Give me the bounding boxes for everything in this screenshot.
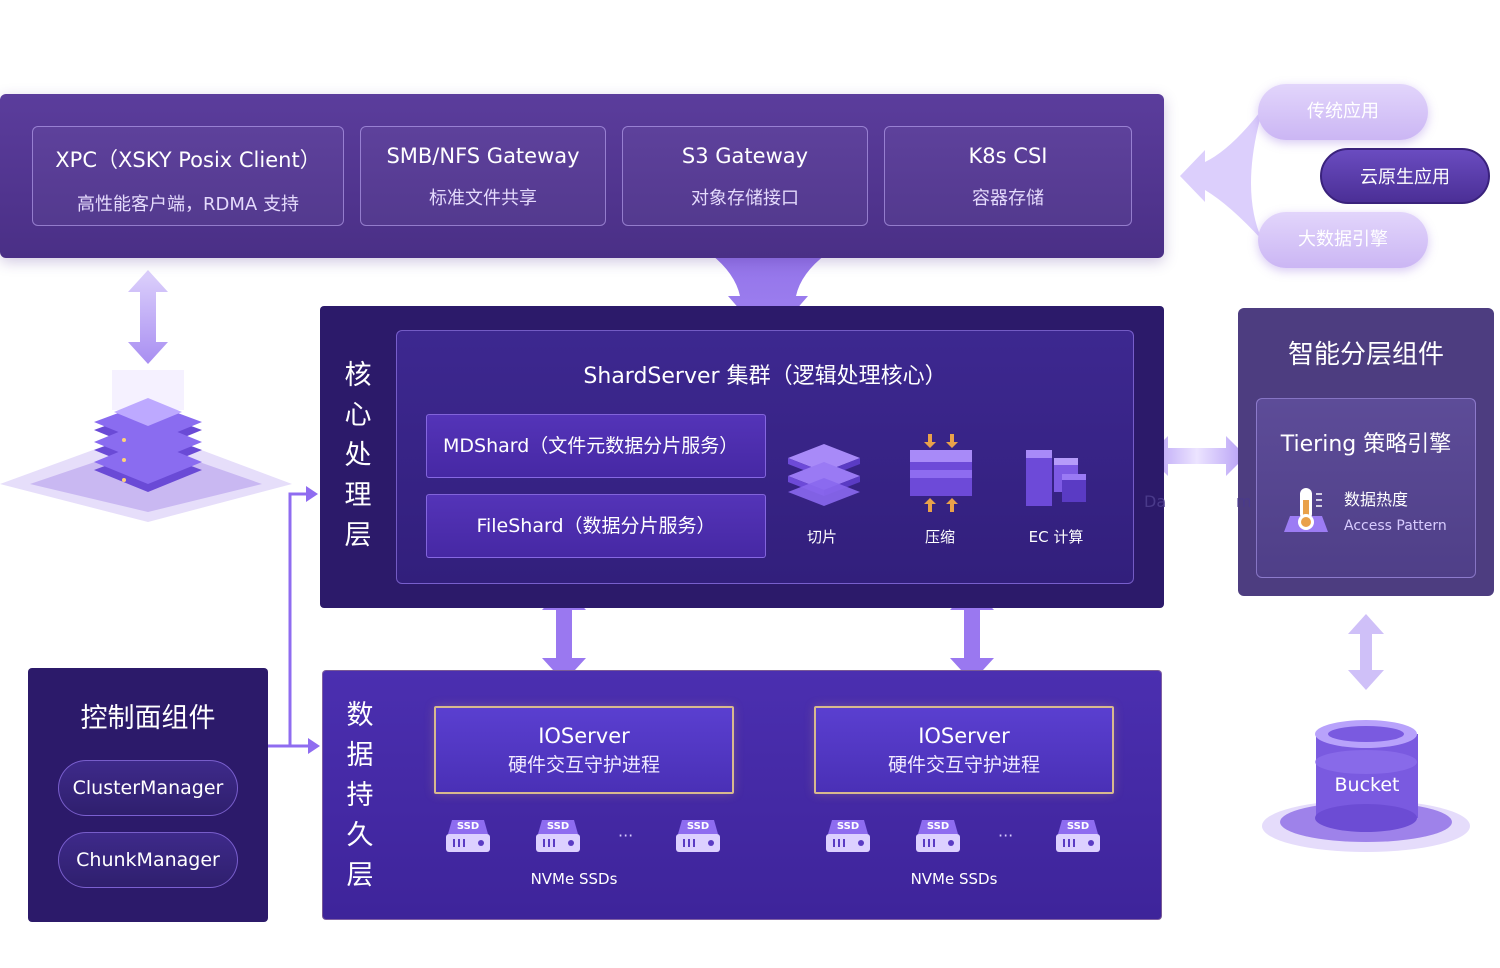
func-label-ec: EC 计算 — [1028, 528, 1084, 546]
ioserver-subtitle: 硬件交互守护进程 — [507, 754, 660, 776]
tiering-title: 智能分层组件 — [1287, 340, 1444, 370]
control-title: 控制面组件 — [80, 703, 216, 734]
heat-sub: Access Pattern — [1344, 518, 1447, 534]
access-layer-panel — [0, 94, 1164, 258]
gateway-title: S3 Gateway — [681, 144, 809, 168]
gateway-title: XPC（XSKY Posix Client） — [55, 148, 321, 172]
func-label-compress: 压缩 — [924, 528, 955, 546]
control-link-line — [268, 492, 310, 748]
gateway-smb-nfs[interactable]: SMB/NFS Gateway 标准文件共享 — [360, 126, 606, 226]
ssd-icon: SSD — [824, 818, 872, 858]
core-tiering-arrow — [1148, 436, 1246, 476]
compress-icon — [910, 434, 972, 512]
gateway-title: SMB/NFS Gateway — [386, 144, 580, 168]
bucket-label: Bucket — [1334, 774, 1400, 796]
left-double-arrow — [128, 270, 168, 364]
ssd-ellipsis: ··· — [618, 826, 634, 845]
ioserver-title: IOServer — [538, 724, 630, 748]
cluster-manager-button[interactable]: ClusterManager — [58, 760, 238, 816]
core-layer-label: 核 心 处 理 层 — [338, 356, 378, 556]
gateway-title: K8s CSI — [968, 144, 1048, 168]
gateway-subtitle: 容器存储 — [972, 188, 1044, 209]
core-data-arrow-2 — [950, 586, 994, 682]
gateway-xpc[interactable]: XPC（XSKY Posix Client） 高性能客户端，RDMA 支持 — [32, 126, 344, 226]
tiering-engine-box[interactable] — [1256, 398, 1476, 578]
ssd-label: SSD — [686, 821, 710, 832]
app-pill-bigdata[interactable]: 大数据引擎 — [1258, 212, 1428, 268]
nvme-caption: NVMe SSDs — [910, 870, 998, 888]
data-label-char: 据 — [346, 740, 374, 771]
gateway-subtitle: 高性能客户端，RDMA 支持 — [77, 194, 299, 215]
core-label-char: 核 — [344, 360, 372, 391]
ssd-icon: SSD — [674, 818, 722, 858]
app-pill-cloud-native[interactable]: 云原生应用 — [1320, 148, 1490, 204]
ioserver-title: IOServer — [918, 724, 1010, 748]
ssd-icon: SSD — [1054, 818, 1102, 858]
fileshard-box[interactable]: FileShard（数据分片服务） — [426, 494, 766, 558]
heat-label: 数据热度 — [1344, 490, 1409, 509]
bucket-illustration — [1262, 720, 1470, 852]
ioserver-1[interactable]: IOServer 硬件交互守护进程 — [434, 706, 734, 794]
ssd-label: SSD — [836, 821, 860, 832]
core-label-char: 理 — [344, 480, 372, 511]
ioserver-subtitle: 硬件交互守护进程 — [887, 754, 1040, 776]
gateway-s3[interactable]: S3 Gateway 对象存储接口 — [622, 126, 868, 226]
data-layer-label: 数 据 持 久 层 — [340, 696, 380, 896]
ssd-icon: SSD — [914, 818, 962, 858]
core-label-char: 处 — [344, 440, 372, 471]
ssd-label: SSD — [1066, 821, 1090, 832]
gateway-k8s-csi[interactable]: K8s CSI 容器存储 — [884, 126, 1132, 226]
apps-fan-arrow — [1180, 112, 1262, 240]
tiering-bucket-arrow — [1348, 614, 1384, 690]
link-label-right: m — [1236, 492, 1252, 511]
data-label-char: 持 — [346, 780, 374, 811]
nvme-caption: NVMe SSDs — [530, 870, 618, 888]
ssd-label: SSD — [456, 821, 480, 832]
func-label-slice: 切片 — [806, 528, 837, 546]
mdshard-box[interactable]: MDShard（文件元数据分片服务） — [426, 414, 766, 478]
ec-compute-icon — [1026, 450, 1086, 506]
gateway-subtitle: 标准文件共享 — [429, 188, 537, 209]
data-label-char: 数 — [346, 700, 374, 731]
server-stack-illustration — [0, 370, 292, 522]
core-label-char: 层 — [344, 520, 372, 551]
chunk-manager-button[interactable]: ChunkManager — [58, 832, 238, 888]
ssd-label: SSD — [546, 821, 570, 832]
data-label-char: 层 — [346, 860, 374, 891]
ssd-icon: SSD — [534, 818, 582, 858]
link-label-left: Da — [1144, 492, 1167, 511]
thermometer-icon — [1284, 488, 1328, 532]
ssd-label: SSD — [926, 821, 950, 832]
ssd-ellipsis: ··· — [998, 826, 1014, 845]
tiering-engine-title: Tiering 策略引擎 — [1280, 432, 1452, 457]
core-data-arrow-1 — [542, 586, 586, 682]
app-pill-traditional[interactable]: 传统应用 — [1258, 84, 1428, 140]
ssd-icon: SSD — [444, 818, 492, 858]
slice-icon — [788, 444, 860, 506]
ioserver-2[interactable]: IOServer 硬件交互守护进程 — [814, 706, 1114, 794]
core-label-char: 心 — [344, 400, 372, 431]
shardserver-title: ShardServer 集群（逻辑处理核心） — [583, 364, 947, 389]
gateway-subtitle: 对象存储接口 — [691, 188, 799, 209]
data-label-char: 久 — [346, 820, 374, 851]
